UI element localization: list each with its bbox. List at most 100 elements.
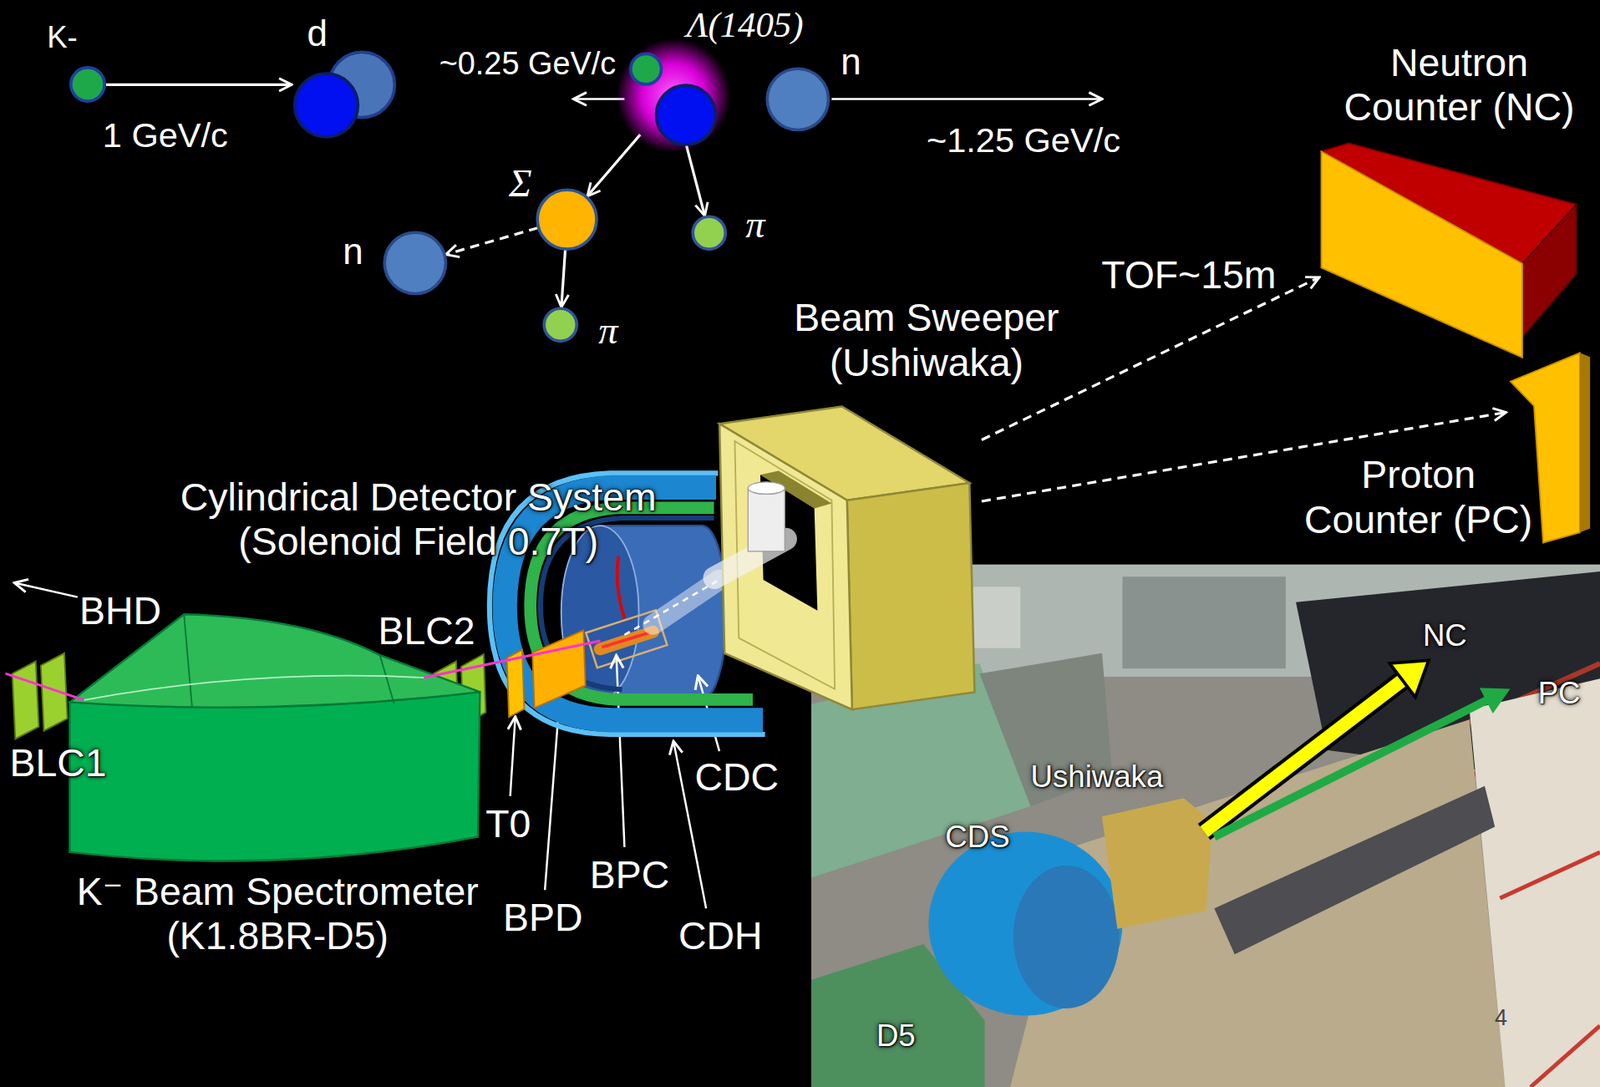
part-label: BPC xyxy=(589,853,670,898)
direction-arrow xyxy=(14,583,78,598)
magnet-side xyxy=(847,482,976,710)
part-label: BLC2 xyxy=(377,609,475,654)
connector-arrow xyxy=(106,83,292,87)
beam-def-counter xyxy=(533,630,587,709)
part-label: T0 xyxy=(485,802,531,847)
sweeper-magnet-shape xyxy=(714,404,982,715)
counter-front xyxy=(1321,151,1524,358)
photo-label: Ushiwaka xyxy=(1031,759,1164,795)
pipe-flange-top xyxy=(747,481,785,494)
photo-wall xyxy=(1122,576,1286,669)
leader-line xyxy=(616,655,625,848)
detector-title: Neutron Counter (NC) xyxy=(1331,40,1587,131)
sweeper-magnet: Beam Sweeper (Ushiwaka) xyxy=(714,404,982,715)
photo-railing xyxy=(1499,852,1600,899)
part-label: CDC xyxy=(694,755,779,800)
resonance-blob-shape xyxy=(617,38,730,153)
part-label: BHD xyxy=(79,589,162,634)
particle-label: π xyxy=(598,308,618,353)
distance-label: TOF~15m xyxy=(1101,253,1276,298)
particle-circle: n xyxy=(766,67,830,132)
proton-circle xyxy=(294,73,359,138)
pipe-flange xyxy=(747,487,785,552)
particle-pair: d xyxy=(291,50,398,140)
part-label: BLC1 xyxy=(10,741,107,786)
neutron-circle xyxy=(384,232,446,294)
page-number: 4 xyxy=(1494,1005,1508,1032)
photo-cds xyxy=(928,832,1123,1016)
momentum-arrow xyxy=(831,97,1103,100)
particle-circle: K- xyxy=(69,66,107,103)
pion-circle xyxy=(543,308,577,341)
proton-circle xyxy=(655,86,716,146)
detector-title: Proton Counter (PC) xyxy=(1295,452,1541,543)
photo-arrow-head xyxy=(1389,660,1428,697)
kaon-circle xyxy=(71,67,105,102)
beam-line xyxy=(5,640,600,701)
neutron-counter: Neutron Counter (NC) xyxy=(1319,141,1579,360)
neutron-counter-shape xyxy=(1319,141,1579,360)
particle-circle-shape xyxy=(383,231,447,295)
particle-circle: π xyxy=(543,307,579,343)
particle-circle: n xyxy=(383,231,447,295)
detector-title: K⁻ Beam Spectrometer (K1.8BR-D5) xyxy=(58,869,498,960)
part-label: CDH xyxy=(678,914,763,959)
pion-circle xyxy=(692,216,726,249)
detector-title: Cylindrical Detector System (Solenoid Fi… xyxy=(152,475,684,565)
kaon-circle xyxy=(630,54,662,86)
momentum-label: ~1.25 GeV/c xyxy=(926,120,1121,161)
particle-circle-shape xyxy=(69,66,107,103)
particle-circle: π xyxy=(691,215,727,251)
photo-floor xyxy=(1010,719,1505,1087)
particle-circle-shape xyxy=(766,67,830,132)
photo-cds-face xyxy=(1013,865,1120,1009)
beam-axis xyxy=(624,579,720,635)
momentum-label: ~0.25 GeV/c xyxy=(439,45,617,83)
particle-label: Λ(1405) xyxy=(686,4,804,46)
particle-label: K- xyxy=(46,20,78,56)
beam-orbit xyxy=(83,675,424,700)
counter-side xyxy=(1579,353,1590,534)
sigma-circle xyxy=(538,189,598,249)
part-label: BPD xyxy=(502,895,583,940)
photo-label: D5 xyxy=(876,1018,916,1054)
photo-arrow-head xyxy=(1479,687,1511,714)
resonance-blob: Λ(1405) xyxy=(617,38,730,153)
spectrometer-front xyxy=(69,691,480,861)
particle-label: d xyxy=(307,12,328,56)
counter-side xyxy=(1522,203,1577,337)
particle-circle: Σ xyxy=(536,188,598,250)
particle-label: π xyxy=(745,202,765,247)
particle-circle-shape xyxy=(536,188,598,250)
particle-label: n xyxy=(342,230,363,274)
particle-label: Σ xyxy=(508,161,533,206)
particle-label: n xyxy=(840,40,861,84)
edge-label: 1 GeV/c xyxy=(102,115,229,156)
particle-circle-shape xyxy=(691,215,727,251)
cylindrical-detector: Cylindrical Detector System (Solenoid Fi… xyxy=(485,467,770,739)
chamber-slab xyxy=(12,661,40,740)
resonance-glow xyxy=(616,38,732,153)
photo-arrow xyxy=(1213,700,1487,838)
photo-sweeper xyxy=(1102,797,1213,929)
neutron-circle xyxy=(766,68,828,130)
photo-railing xyxy=(1530,1026,1600,1087)
leader-line xyxy=(510,716,516,797)
photo-walkway xyxy=(1469,678,1600,1087)
spectrometer-edge xyxy=(183,614,395,708)
proton-counter: Proton Counter (PC) xyxy=(1506,346,1595,547)
connector-arrow xyxy=(685,145,705,216)
connector-arrow xyxy=(561,249,566,308)
leader-line xyxy=(544,704,559,890)
photo-label: CDS xyxy=(944,819,1010,855)
photo-label: NC xyxy=(1422,618,1468,654)
particle-pair-shape xyxy=(291,50,398,140)
particle-track xyxy=(617,556,625,620)
connector-arrow xyxy=(587,134,640,197)
connector-arrow xyxy=(445,228,538,255)
detector-title: Beam Sweeper (Ushiwaka) xyxy=(773,295,1080,386)
particle-circle-shape xyxy=(543,307,579,343)
photo-label: PC xyxy=(1538,675,1581,712)
